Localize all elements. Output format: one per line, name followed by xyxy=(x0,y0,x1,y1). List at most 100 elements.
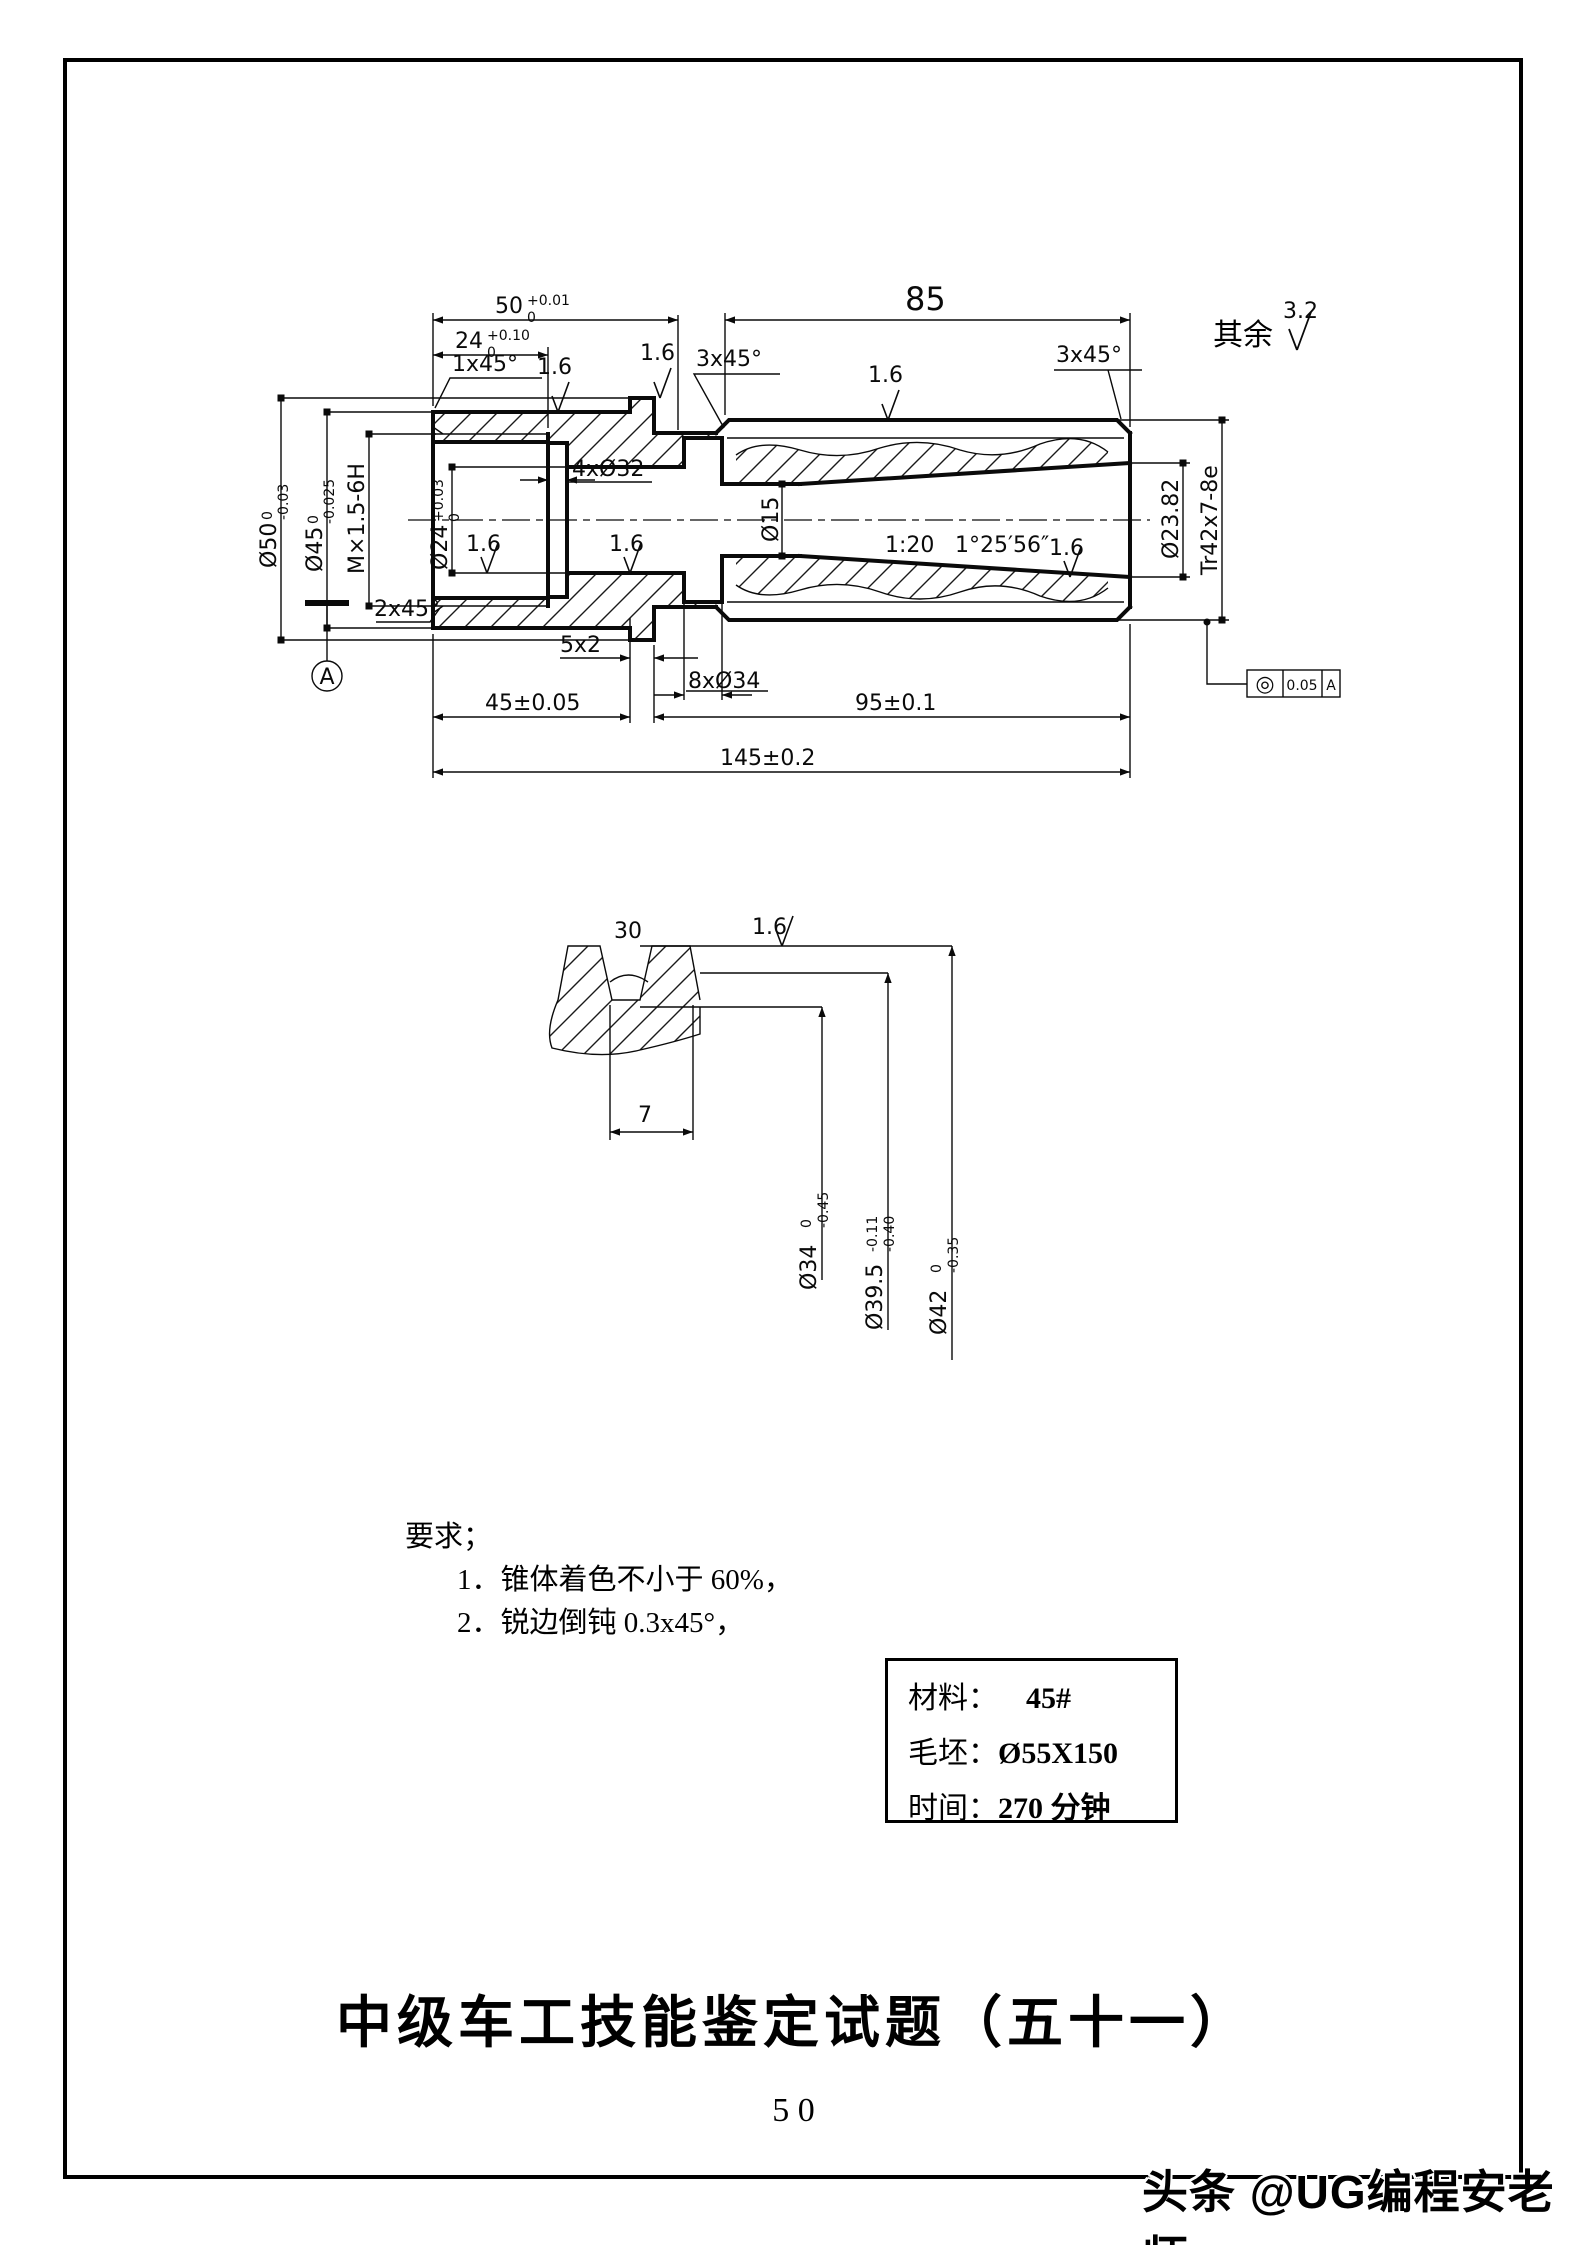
chamfer-3x45r-label: 3x45° xyxy=(1056,343,1122,368)
finish-4: 1.6 xyxy=(466,532,501,557)
requirement-item-2: 2．锐边倒钝 0.3x45°， xyxy=(457,1607,745,1639)
fcf-tol: 0.05 xyxy=(1286,678,1317,694)
detail-view: 30 1.6 7 Ø34 0 -0.45 Ø39.5 -0.11 -0.40 Ø… xyxy=(548,915,962,1360)
dim-24-sup: +0.10 xyxy=(487,328,530,344)
ext-d45 xyxy=(327,411,440,629)
break-line-lower xyxy=(735,583,1109,603)
finish-6: 1.6 xyxy=(1049,536,1084,561)
fcf-leader xyxy=(1206,622,1247,685)
detail-d34-g: Ø34 0 -0.45 xyxy=(797,1192,832,1290)
dim-d24-sup: +0.03 xyxy=(431,479,447,522)
chamfer-2x45-leader xyxy=(376,607,441,623)
ext-d50 xyxy=(281,397,632,641)
detail-break xyxy=(548,999,701,1056)
detail-30-arc xyxy=(609,974,649,983)
time-label: 时间： xyxy=(908,1792,998,1825)
dim-d50-sup: 0 xyxy=(260,511,276,520)
rest-label: 其余 xyxy=(1213,319,1273,352)
time-value: 270 分钟 xyxy=(998,1792,1111,1825)
detail-ref-lines xyxy=(640,945,952,1008)
dim-85-label: 85 xyxy=(905,280,946,318)
groove34 xyxy=(682,436,724,604)
break-line-upper xyxy=(735,437,1109,457)
ithread-major xyxy=(433,433,548,607)
dim-d15-label-g: Ø15 xyxy=(759,497,784,542)
dim-95-label: 95±0.1 xyxy=(855,691,936,716)
dim-24-label: 24 xyxy=(455,329,483,354)
taper-angle-label: 1°25′56″ xyxy=(955,533,1049,558)
material-label: 材料： xyxy=(908,1682,998,1715)
profile-top-right xyxy=(713,418,1133,436)
ext-8x34 xyxy=(683,604,723,700)
detail-d34-sub: -0.45 xyxy=(816,1192,832,1228)
material-value: 45# xyxy=(1026,1682,1071,1715)
requirements-heading: 要求； xyxy=(405,1521,493,1553)
chamfer-1x45-leader xyxy=(434,377,542,409)
dim-d24-label-g: Ø24 +0.03 0 xyxy=(428,479,463,570)
bore24 xyxy=(565,465,686,575)
finish-marks xyxy=(480,367,1082,578)
detail-d42-g: Ø42 0 -0.35 xyxy=(927,1237,962,1335)
hatch-upper-right xyxy=(736,438,1108,484)
detail-d395-label: Ø39.5 xyxy=(863,1264,888,1330)
detail-d395-sub: -0.40 xyxy=(882,1216,898,1252)
ext-thread xyxy=(369,433,436,607)
dim-d24-label: Ø24 xyxy=(428,525,453,570)
fcf-datum: A xyxy=(1326,678,1336,694)
watermark: 头条 @UG编程安老师 xyxy=(1142,2166,1555,2245)
chamfer-3x45l-leader xyxy=(692,373,780,429)
finish-1: 1.6 xyxy=(537,355,572,380)
hatch-lower-left xyxy=(433,573,716,640)
blank-value: Ø55X150 xyxy=(998,1737,1118,1770)
dim-d50-sub: -0.03 xyxy=(276,484,292,520)
detail-d42-sub: -0.35 xyxy=(946,1237,962,1273)
rest-value: 3.2 xyxy=(1283,299,1318,324)
dim-45-label: 45±0.05 xyxy=(485,691,580,716)
detail-d395-g: Ø39.5 -0.11 -0.40 xyxy=(863,1216,898,1330)
info-box: 材料： 45# 毛坯：Ø55X150 时间：270 分钟 xyxy=(885,1658,1178,1825)
bore15 xyxy=(720,482,802,558)
dim-d15-label: Ø15 xyxy=(759,497,784,542)
profile-bottom-left xyxy=(431,605,718,642)
dim-d45-sub: -0.025 xyxy=(322,479,338,524)
dim-50-label: 50 xyxy=(495,294,523,319)
main-view: 50 +0.01 0 24 +0.10 0 85 1x45° 3x45° 3x4… xyxy=(257,280,1341,778)
dim-d2382-label: Ø23.82 xyxy=(1159,479,1184,559)
ithread-minor xyxy=(431,440,550,600)
hatch-lower-right xyxy=(736,556,1108,602)
page-number: 5 0 xyxy=(772,2092,815,2129)
datum-bar xyxy=(305,600,349,606)
requirements: 要求； 1．锥体着色不小于 60%， 2．锐边倒钝 0.3x45°， xyxy=(405,1516,793,1645)
profile-top-left xyxy=(431,396,718,435)
page-title: 中级车工技能鉴定试题（五十一） xyxy=(336,1993,1251,2055)
detail-fin-label: 1.6 xyxy=(752,915,787,940)
dim-d2382-label-g: Ø23.82 xyxy=(1159,479,1184,559)
dim-d50-label: Ø50 xyxy=(257,523,282,568)
chamfer-3x45l-label: 3x45° xyxy=(696,347,762,372)
datum-circle xyxy=(311,660,343,692)
dim-4x32-label: 4xØ32 xyxy=(572,457,644,482)
dim-tr-label-g: Tr42x7-8e xyxy=(1198,465,1223,576)
dim-thread-label: M×1.5-6H xyxy=(345,463,370,574)
dim-24-sub: 0 xyxy=(487,345,496,361)
dim-145-label: 145±0.2 xyxy=(720,746,815,771)
page-border xyxy=(63,58,1523,2179)
dim-50-sub: 0 xyxy=(527,310,536,326)
finish-5: 1.6 xyxy=(609,532,644,557)
datum-label: A xyxy=(319,665,334,690)
dim-d24-sub: 0 xyxy=(447,513,463,522)
profile-bottom-right xyxy=(713,604,1133,622)
dim-50-sup: +0.01 xyxy=(527,293,570,309)
detail-d42-sup: 0 xyxy=(929,1264,945,1273)
ithread-chamfer xyxy=(432,426,444,614)
hatch-upper-left xyxy=(433,398,716,467)
blank-label: 毛坯： xyxy=(908,1737,998,1770)
ext-tr xyxy=(1117,419,1229,621)
dim-d45-sup: 0 xyxy=(306,515,322,524)
ext-d24 xyxy=(452,466,567,574)
detail-30-label: 30 xyxy=(614,919,642,944)
fcf-leader-dot xyxy=(1203,618,1211,626)
dim-d45-label: Ø45 xyxy=(303,527,328,572)
dim-5x2-label: 5x2 xyxy=(560,633,601,658)
